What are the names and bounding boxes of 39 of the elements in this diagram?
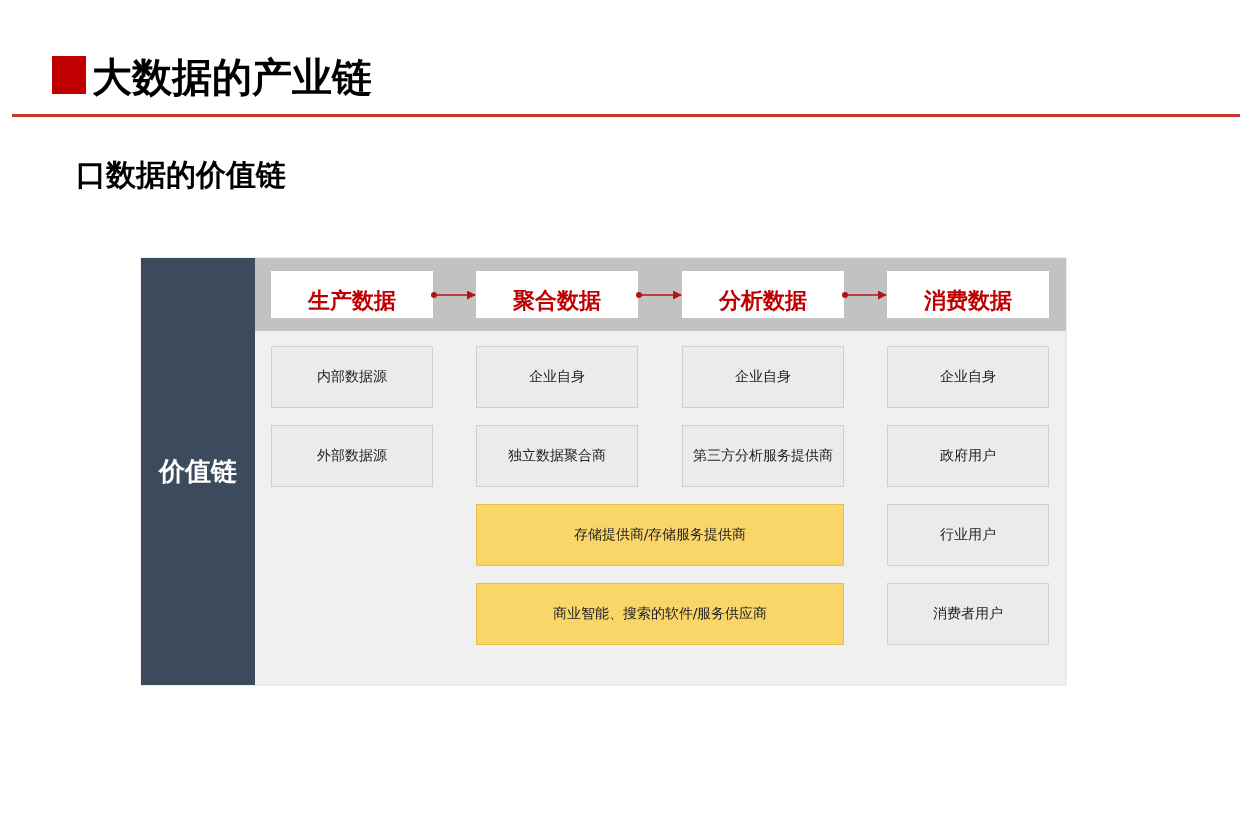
- provider-box: [476, 583, 844, 645]
- node-label: 聚合数据: [513, 287, 601, 315]
- node-label: 独立数据聚合商: [508, 447, 606, 465]
- node-label: 分析数据: [719, 287, 807, 315]
- stage-header: [682, 271, 844, 318]
- role-box: [476, 425, 638, 487]
- stage-column: [141, 258, 255, 685]
- page-title: 大数据的产业链: [92, 53, 372, 102]
- node-label: 政府用户: [940, 447, 996, 465]
- role-box: [887, 583, 1049, 645]
- role-box: [887, 504, 1049, 566]
- stage-header: [887, 271, 1049, 318]
- node-label: 企业自身: [735, 368, 791, 386]
- node-label: 内部数据源: [317, 368, 387, 386]
- node-label: 行业用户: [940, 526, 996, 544]
- arrow: [431, 290, 476, 300]
- node-label: 商业智能、搜索的软件/服务供应商: [552, 605, 768, 623]
- node-label: 企业自身: [940, 368, 996, 386]
- role-box: [682, 346, 844, 408]
- node-label: 外部数据源: [317, 447, 387, 465]
- stage-header: [476, 271, 638, 318]
- role-box: [476, 346, 638, 408]
- role-box: [682, 425, 844, 487]
- node-label: 消费数据: [924, 287, 1012, 315]
- role-box: [271, 346, 433, 408]
- node-label: 存储提供商/存储服务提供商: [573, 526, 747, 544]
- stage-header: [271, 271, 433, 318]
- arrow: [842, 290, 887, 300]
- node-label: 价值链: [159, 455, 237, 488]
- role-box: [887, 346, 1049, 408]
- node-label: 消费者用户: [933, 605, 1003, 623]
- role-box: [887, 425, 1049, 487]
- node-label: 第三方分析服务提供商: [693, 447, 833, 465]
- node-label: 企业自身: [529, 368, 585, 386]
- provider-box: [476, 504, 844, 566]
- arrow: [636, 290, 682, 300]
- node-label: 生产数据: [308, 287, 396, 315]
- role-box: [271, 425, 433, 487]
- section-heading: 口数据的价值链: [76, 156, 286, 194]
